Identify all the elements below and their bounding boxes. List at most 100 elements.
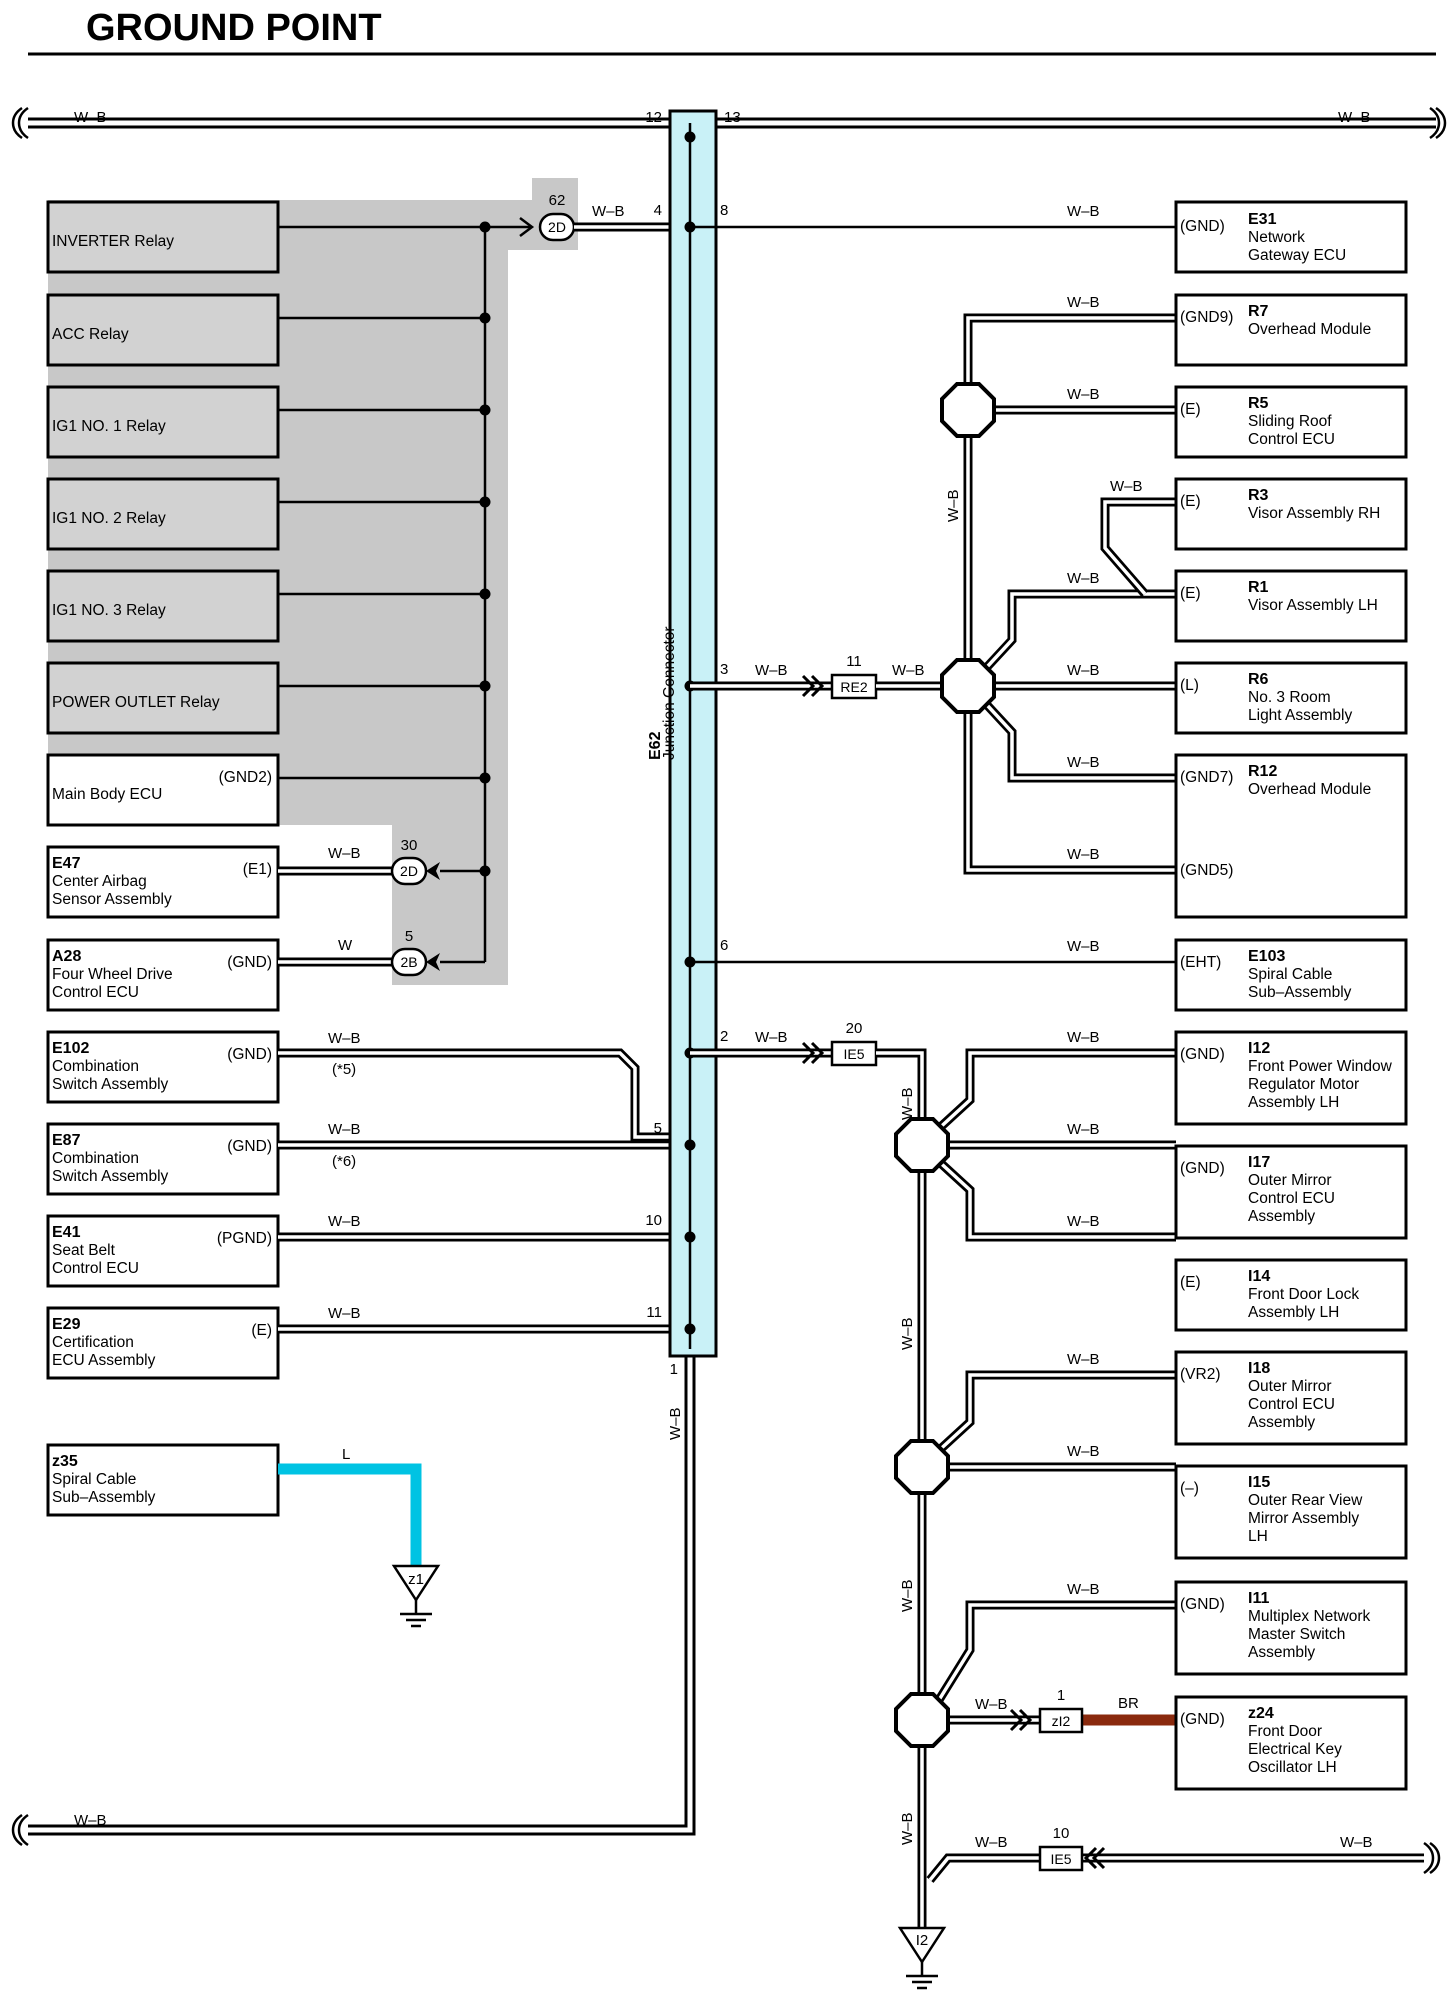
pin-3: 3 [720, 661, 728, 678]
e31-terminal: (GND) [1180, 218, 1225, 235]
i11-line1: Multiplex Network [1248, 1608, 1371, 1625]
connector-62-number: 62 [549, 192, 566, 209]
wire-i12-label: W–B [1067, 1029, 1100, 1046]
pin-12: 12 [645, 109, 662, 126]
i17-line3: Assembly [1248, 1208, 1315, 1225]
e102-note: (*5) [332, 1061, 356, 1078]
z35-line2: Sub–Assembly [52, 1489, 156, 1506]
connector-62-2d: 2D 62 [538, 192, 576, 242]
wire-e102 [278, 1048, 690, 1142]
wire-e103-label: W–B [1067, 938, 1100, 955]
i15-code: I15 [1248, 1474, 1270, 1491]
wire-pin2-label: W–B [755, 1029, 788, 1046]
e29-certification-ecu-box: E29 Certification ECU Assembly (E) [46, 1306, 280, 1380]
r6-line2: Light Assembly [1248, 707, 1352, 724]
wire-ie5-10-right-label: W–B [1340, 1834, 1373, 1851]
pin-13: 13 [724, 109, 741, 126]
e103-line2: Sub–Assembly [1248, 984, 1352, 1001]
i18-line1: Outer Mirror [1248, 1378, 1332, 1395]
ig1-no3-relay-box: IG1 NO. 3 Relay [46, 569, 280, 643]
i17-terminal: (GND) [1180, 1160, 1225, 1177]
wire-pin3-re2 [690, 674, 832, 698]
r1-code: R1 [1248, 579, 1269, 596]
e29-line1: Certification [52, 1334, 134, 1351]
connector-30-2d: 2D 30 [390, 837, 440, 886]
e31-line2: Gateway ECU [1248, 247, 1346, 264]
wire-e47-label: W–B [328, 845, 361, 862]
relay-splice-dots [479, 221, 491, 877]
wire-z35-label: L [342, 1446, 350, 1463]
e87-code: E87 [52, 1132, 81, 1149]
e102-code: E102 [52, 1040, 89, 1057]
r6-room-light-box: (L) R6 No. 3 Room Light Assembly [1174, 661, 1408, 735]
connector-ie5-10-code: IE5 [1050, 1851, 1071, 1867]
r5-line1: Sliding Roof [1248, 413, 1332, 430]
r1-terminal: (E) [1180, 585, 1201, 602]
pin1-wire-label: W–B [667, 1407, 684, 1440]
splice-i-middle [894, 1439, 950, 1495]
z24-key-oscillator-box: (GND) z24 Front Door Electrical Key Osci… [1174, 1695, 1408, 1791]
ground-i2: I2 [898, 1926, 946, 1990]
e31-line1: Network [1248, 229, 1305, 246]
main-body-ecu-box: Main Body ECU (GND2) [46, 753, 280, 827]
connector-zi2-number: 1 [1057, 1687, 1065, 1704]
i14-line2: Assembly LH [1248, 1304, 1339, 1321]
e29-terminal: (E) [251, 1322, 272, 1339]
i12-code: I12 [1248, 1040, 1270, 1057]
a28-line2: Control ECU [52, 984, 139, 1001]
e87-combination-switch-box: E87 Combination Switch Assembly (GND) [46, 1122, 280, 1196]
wire-r-vertical-label: W–B [945, 489, 962, 522]
splice-r-upper [940, 382, 996, 438]
z35-line1: Spiral Cable [52, 1471, 136, 1488]
r7-code: R7 [1248, 303, 1269, 320]
pin-11: 11 [646, 1304, 662, 1321]
connector-ie5-20: IE5 20 [830, 1020, 878, 1067]
pin-8: 8 [720, 202, 728, 219]
e47-center-airbag-box: E47 Center Airbag Sensor Assembly (E1) [46, 845, 280, 919]
acc-relay-label: ACC Relay [52, 326, 129, 343]
wire-i-vert-label-1: W–B [899, 1087, 916, 1120]
z24-terminal: (GND) [1180, 1711, 1225, 1728]
r5-sliding-roof-box: (E) R5 Sliding Roof Control ECU [1174, 385, 1408, 459]
e103-terminal: (EHT) [1180, 954, 1221, 971]
i15-line2: Mirror Assembly [1248, 1510, 1359, 1527]
connector-ie5-10: IE5 10 [1038, 1825, 1084, 1872]
e41-line2: Control ECU [52, 1260, 139, 1277]
e102-line1: Combination [52, 1058, 139, 1075]
i17-outer-mirror-box: (GND) I17 Outer Mirror Control ECU Assem… [1174, 1144, 1408, 1240]
e87-line2: Switch Assembly [52, 1168, 169, 1185]
power-outlet-relay-label: POWER OUTLET Relay [52, 694, 220, 711]
pin-4: 4 [654, 202, 662, 219]
connector-re2-number: 11 [846, 653, 862, 670]
i12-terminal: (GND) [1180, 1046, 1225, 1063]
wire-r1-label: W–B [1067, 570, 1100, 587]
wire-i-vert-label-2: W–B [899, 1317, 916, 1350]
z35-spiral-cable-box: z35 Spiral Cable Sub–Assembly [46, 1443, 280, 1517]
inverter-relay-box: INVERTER Relay [46, 200, 280, 274]
top-bus-wire [11, 106, 1447, 140]
ig1-no3-relay-label: IG1 NO. 3 Relay [52, 602, 166, 619]
r1-visor-lh-box: (E) R1 Visor Assembly LH [1174, 569, 1408, 643]
top-bus-wire-label-left: W–B [74, 109, 107, 126]
i14-line1: Front Door Lock [1248, 1286, 1359, 1303]
ground-z1-label: z1 [408, 1571, 424, 1588]
i12-line2: Regulator Motor [1248, 1076, 1359, 1093]
r12-overhead-module-box: (GND7) (GND5) R12 Overhead Module [1174, 753, 1408, 919]
r5-terminal: (E) [1180, 401, 1201, 418]
wire-i17-label: W–B [1067, 1121, 1100, 1138]
wire-e31-label: W–B [1067, 203, 1100, 220]
wire-i11-label: W–B [1067, 1581, 1100, 1598]
i17-line1: Outer Mirror [1248, 1172, 1332, 1189]
junction-name: Junction Connector [661, 626, 678, 760]
i14-code: I14 [1248, 1268, 1270, 1285]
r6-code: R6 [1248, 671, 1269, 688]
r3-terminal: (E) [1180, 493, 1201, 510]
wire-a28-label: W [338, 937, 353, 954]
i14-door-lock-box: (E) I14 Front Door Lock Assembly LH [1174, 1258, 1408, 1332]
e103-spiral-cable-box: (EHT) E103 Spiral Cable Sub–Assembly [1174, 938, 1408, 1012]
connector-ie5-10-number: 10 [1053, 1825, 1070, 1842]
e103-line1: Spiral Cable [1248, 966, 1332, 983]
r-group-wires [963, 313, 1176, 875]
ig1-no2-relay-label: IG1 NO. 2 Relay [52, 510, 166, 527]
